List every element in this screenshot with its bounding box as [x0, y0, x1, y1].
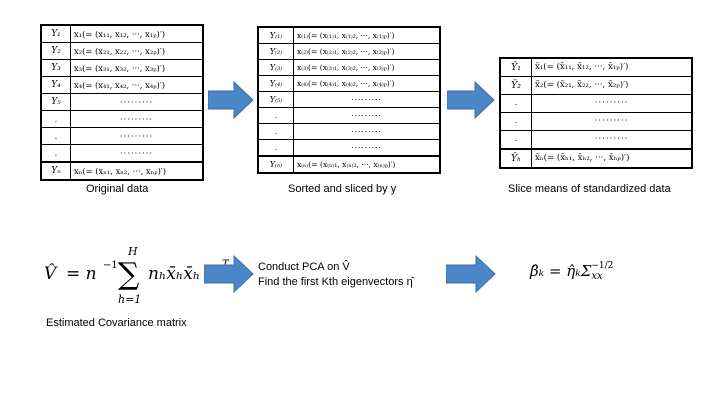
predictor-cell: x₍₄₎(= (x₍₄₎₁, x₍₄₎₂, ···, x₍₄₎ₚ)′) [293, 75, 441, 92]
predictor-cell: x₃(= (x₃₁, x₃₂, ···, x₃ₚ)′) [70, 59, 204, 77]
response-cell: Y₍₄₎ [257, 75, 294, 92]
response-cell: . [40, 127, 71, 145]
table-row: Y₅········· [40, 93, 204, 111]
summation-icon: ∑ [118, 257, 140, 292]
table-row: .········· [40, 144, 204, 163]
predictor-cell: x₍₁₎(= (x₍₁₎₁, x₍₁₎₂, ···, x₍₁₎ₚ)′) [293, 26, 441, 44]
formula-v-sum-bottom: h=1 [118, 293, 142, 306]
pca-note-line2: Find the first Kth eigenvectors η̂ [258, 276, 413, 288]
table-row: Y₍₁₎x₍₁₎(= (x₍₁₎₁, x₍₁₎₂, ···, x₍₁₎ₚ)′) [257, 26, 441, 44]
response-cell: Y₍₂₎ [257, 43, 294, 60]
table-row: .········· [40, 127, 204, 145]
response-cell: . [499, 130, 532, 150]
arrow-right-icon [204, 254, 254, 294]
response-cell: Y₅ [40, 93, 71, 111]
response-cell: Ȳₕ [499, 148, 532, 169]
response-cell: Ȳ₁ [499, 57, 532, 77]
arrow-right-icon [447, 80, 495, 120]
response-cell: . [499, 112, 532, 131]
table-row: Y₍₅₎········· [257, 91, 441, 108]
formula-v-lhs: V̂ [44, 264, 57, 284]
predictor-cell: ········· [70, 127, 204, 145]
response-cell: Y₍ₙ₎ [257, 155, 294, 174]
response-cell: . [40, 110, 71, 128]
formula-v-sum-top: H [128, 245, 138, 258]
predictor-cell: ········· [70, 110, 204, 128]
beta-formula-sup: −1/2 [591, 261, 614, 271]
predictor-cell: ········· [293, 139, 441, 157]
slice-means-caption: Slice means of standardized data [508, 183, 671, 195]
table-row: Y₍ₙ₎x₍ₙ₎(= (x₍ₙ₎₁, x₍ₙ₎₂, ···, x₍ₙ₎ₚ)′) [257, 155, 441, 174]
predictor-cell: x̄ₕ(= (x̄ₕ₁, x̄ₕ₂, ···, x̄ₕₚ)′) [531, 148, 693, 169]
response-cell: Y₃ [40, 59, 71, 77]
table-row: .········· [40, 110, 204, 128]
response-cell: Y₁ [40, 24, 71, 43]
table-row: .········· [257, 123, 441, 140]
response-cell: . [257, 123, 294, 140]
table-row: .········· [499, 112, 693, 131]
predictor-cell: x₁(= (x₁₁, x₁₂, ···, x₁ₚ)′) [70, 24, 204, 43]
covariance-formula: V̂ = n −1 H ∑ h=1 nₕx̄ₕx̄ₕ T [44, 245, 229, 309]
predictor-cell: x₄(= (x₄₁, x₄₂, ···, x₄ₚ)′) [70, 76, 204, 94]
beta-formula-sub: xx [591, 271, 603, 282]
pca-note: Conduct PCA on V̂ Find the first Kth eig… [258, 260, 413, 290]
table-row: .········· [499, 94, 693, 113]
predictor-cell: ········· [531, 130, 693, 150]
predictor-cell: x₍₃₎(= (x₍₃₎₁, x₍₃₎₂, ···, x₍₃₎ₚ)′) [293, 59, 441, 76]
response-cell: Y₄ [40, 76, 71, 94]
response-cell: Y₍₃₎ [257, 59, 294, 76]
predictor-cell: ········· [531, 112, 693, 131]
predictor-cell: x̄₁(= (x̄₁₁, x̄₁₂, ···, x̄₁ₚ)′) [531, 57, 693, 77]
sorted-sliced-caption: Sorted and sliced by y [288, 183, 397, 195]
predictor-cell: ········· [293, 91, 441, 108]
pca-note-line1: Conduct PCA on V̂ [258, 261, 350, 273]
predictor-cell: xₙ(= (xₙ₁, xₙ₂, ···, xₙₚ)′) [70, 161, 204, 181]
arrow-right-icon [446, 254, 496, 294]
formula-v-term: nₕx̄ₕx̄ₕ [148, 264, 201, 284]
response-cell: . [499, 94, 532, 113]
response-cell: Y₂ [40, 42, 71, 60]
response-cell: Y₍₅₎ [257, 91, 294, 108]
covariance-caption: Estimated Covariance matrix [46, 317, 187, 329]
predictor-cell: ········· [70, 93, 204, 111]
formula-v-exponent: −1 [103, 260, 118, 271]
predictor-cell: x̄₂(= (x̄₂₁, x̄₂₂, ···, x̄₂ₚ)′) [531, 76, 693, 95]
arrow-right-icon [208, 80, 254, 120]
table-row: .········· [499, 130, 693, 150]
predictor-cell: x₂(= (x₂₁, x₂₂, ···, x₂ₚ)′) [70, 42, 204, 60]
sorted-sliced-table: Y₍₁₎x₍₁₎(= (x₍₁₎₁, x₍₁₎₂, ···, x₍₁₎ₚ)′)Y… [257, 26, 441, 174]
beta-formula-main: β̂ₖ = η̂ₖΣ [530, 262, 592, 280]
response-cell: . [257, 107, 294, 124]
formula-v-eq: = n [66, 264, 97, 284]
table-row: Y₍₃₎x₍₃₎(= (x₍₃₎₁, x₍₃₎₂, ···, x₍₃₎ₚ)′) [257, 59, 441, 76]
predictor-cell: ········· [293, 123, 441, 140]
table-row: .········· [257, 139, 441, 157]
table-row: Y₍₂₎x₍₂₎(= (x₍₂₎₁, x₍₂₎₂, ···, x₍₂₎ₚ)′) [257, 43, 441, 60]
predictor-cell: ········· [531, 94, 693, 113]
table-row: Y₍₄₎x₍₄₎(= (x₍₄₎₁, x₍₄₎₂, ···, x₍₄₎ₚ)′) [257, 75, 441, 92]
response-cell: Ȳ₂ [499, 76, 532, 95]
predictor-cell: ········· [293, 107, 441, 124]
table-row: .········· [257, 107, 441, 124]
response-cell: Yₙ [40, 161, 71, 181]
original-data-caption: Original data [86, 183, 149, 195]
predictor-cell: x₍ₙ₎(= (x₍ₙ₎₁, x₍ₙ₎₂, ···, x₍ₙ₎ₚ)′) [293, 155, 441, 174]
response-cell: . [40, 144, 71, 163]
predictor-cell: ········· [70, 144, 204, 163]
response-cell: . [257, 139, 294, 157]
response-cell: Y₍₁₎ [257, 26, 294, 44]
predictor-cell: x₍₂₎(= (x₍₂₎₁, x₍₂₎₂, ···, x₍₂₎ₚ)′) [293, 43, 441, 60]
